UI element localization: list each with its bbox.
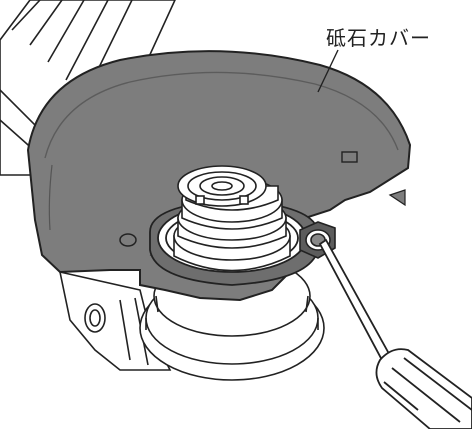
gear-housing <box>58 270 172 371</box>
spindle-flange <box>173 165 291 272</box>
callout-leader <box>317 49 339 93</box>
screwdriver <box>318 238 472 429</box>
guard-slot-icon <box>341 151 358 163</box>
wheel-guard-label: 砥石カバー <box>326 26 431 50</box>
